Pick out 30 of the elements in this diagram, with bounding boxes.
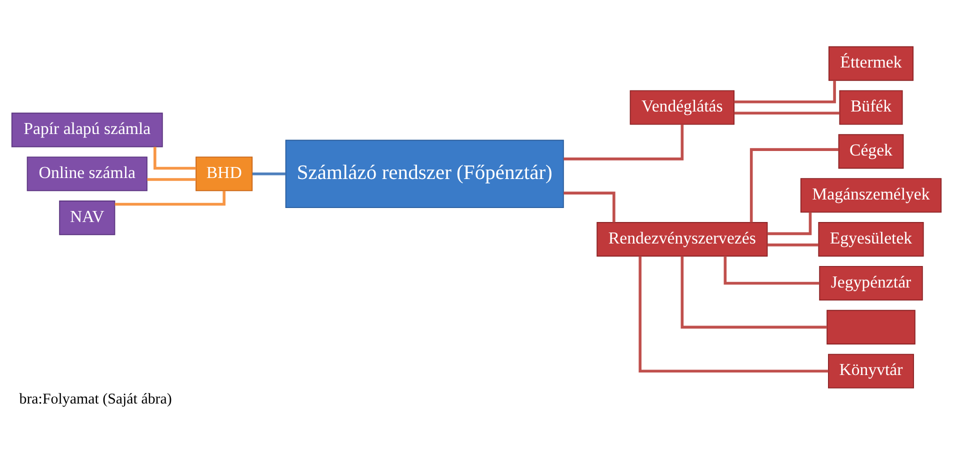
node-box: Online számla [26, 156, 148, 192]
connector [750, 148, 839, 222]
connector [768, 212, 812, 236]
node-box: Könyvtár [828, 354, 914, 388]
connector [680, 256, 827, 329]
node-box: NAV [59, 200, 116, 236]
connector [114, 190, 226, 206]
connector [734, 80, 836, 104]
node-box: Magánszemélyek [800, 178, 942, 213]
node-box [826, 310, 916, 344]
connector [638, 256, 828, 373]
connector [154, 146, 196, 170]
connector [564, 124, 684, 160]
node-box: Éttermek [828, 46, 914, 81]
connector [767, 244, 819, 246]
node-box: Számlázó rendszer (Főpénztár) [285, 140, 564, 208]
node-box: Jegypénztár [819, 266, 923, 301]
node-box: Büfék [839, 90, 903, 125]
connector [724, 256, 820, 285]
node-box: Papír alapú számla [11, 112, 163, 148]
node-box: Rendezvényszervezés [596, 222, 768, 257]
node-box: Cégek [838, 134, 904, 169]
connector [564, 192, 616, 222]
node-box: BHD [196, 156, 253, 192]
connector [734, 112, 840, 115]
node-box: Vendéglátás [630, 90, 735, 125]
connector [147, 178, 196, 181]
caption: bra:Folyamat (Saját ábra) [19, 392, 172, 408]
connector [252, 172, 286, 176]
node-box: Egyesületek [818, 222, 924, 257]
